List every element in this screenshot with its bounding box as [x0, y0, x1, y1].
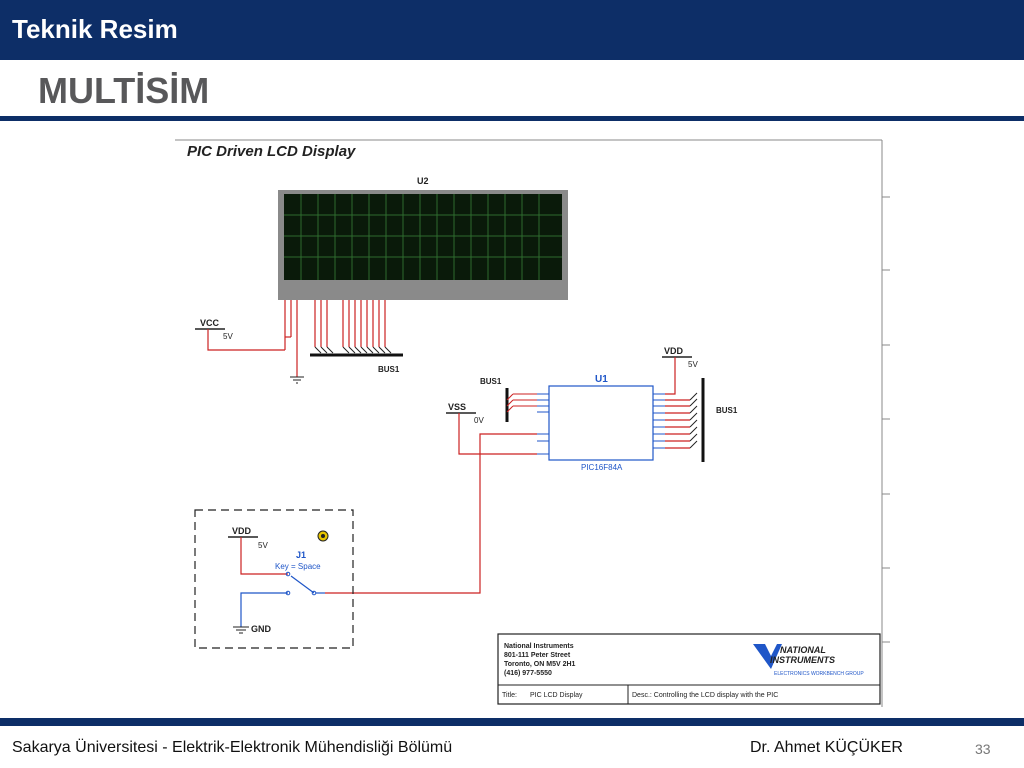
switch-output-wire — [325, 433, 537, 594]
vdd-top-wire — [665, 357, 676, 395]
schematic-title: PIC Driven LCD Display — [187, 143, 356, 160]
mcu-chip — [548, 385, 654, 461]
header-title: Teknik Resim — [12, 14, 178, 44]
vcc-value: 5V — [223, 332, 233, 341]
switch-vdd-label: VDD — [232, 526, 252, 536]
vcc-label: VCC — [200, 318, 220, 328]
vdd-top-value: 5V — [688, 360, 698, 369]
switch-vdd-value: 5V — [258, 541, 268, 550]
lcd-bus-entries — [314, 346, 392, 354]
lcd-bus-label: BUS1 — [378, 365, 400, 374]
mcu-left-bus-wires — [506, 393, 537, 413]
probe-lamp-icon — [317, 530, 329, 542]
mcu-left-bus-label: BUS1 — [480, 377, 502, 386]
slide-title: MULTİSİM — [38, 70, 210, 111]
footer-institution: Sakarya Üniversitesi - Elektrik-Elektron… — [12, 739, 453, 756]
switch-ref-label: J1 — [296, 550, 306, 560]
switch-ground-wire — [240, 592, 288, 627]
mcu-pins — [537, 393, 665, 455]
vss-label: VSS — [448, 402, 466, 412]
tb-description: Desc.: Controlling the LCD display with … — [632, 692, 778, 699]
title-block — [497, 633, 881, 705]
tb-city: Toronto, ON M5V 2H1 — [504, 661, 576, 668]
header-bar: Teknik Resim — [0, 0, 1024, 60]
lcd-pin-wires — [284, 300, 386, 377]
vss-value: 0V — [474, 416, 484, 425]
title-divider — [0, 116, 1024, 121]
ni-logo-icon — [753, 644, 782, 669]
tb-company: National Instruments — [504, 643, 574, 650]
lcd-ground-symbol — [290, 376, 304, 384]
vss-wire — [458, 413, 537, 455]
switch-ground-symbol — [233, 626, 249, 634]
switch-group-box — [194, 509, 354, 649]
vdd-top-label: VDD — [664, 346, 684, 356]
ni-logo-line1: NATIONAL — [780, 645, 826, 655]
switch-key-label: Key = Space — [275, 562, 321, 571]
ni-logo-line2: INSTRUMENTS — [770, 655, 835, 665]
lcd-display — [278, 190, 568, 300]
tb-phone: (416) 977-5550 — [504, 670, 552, 677]
vcc-wire — [207, 329, 285, 351]
mcu-ref-label: U1 — [595, 374, 608, 385]
schematic-diagram: PIC Driven LCD Display U2 — [175, 139, 890, 707]
mcu-right-bus-label: BUS1 — [716, 406, 738, 415]
switch-vdd-wire — [240, 537, 288, 575]
spdt-switch-symbol — [285, 571, 325, 596]
footer-author: Dr. Ahmet KÜÇÜKER — [750, 739, 903, 756]
tb-title-value: PIC LCD Display — [530, 692, 583, 699]
lcd-ref-label: U2 — [417, 176, 429, 186]
footer-divider — [0, 718, 1024, 726]
ni-logo-tagline: ELECTRONICS WORKBENCH GROUP — [774, 671, 864, 677]
tb-title-label: Title: — [502, 692, 517, 699]
sheet-ruler — [882, 196, 890, 643]
mcu-part-label: PIC16F84A — [581, 463, 623, 472]
mcu-right-bus-entries — [689, 392, 698, 449]
mcu-right-bus-wires — [665, 399, 690, 449]
page-number: 33 — [975, 741, 991, 757]
switch-gnd-label: GND — [251, 624, 272, 634]
tb-street: 801-111 Peter Street — [504, 652, 571, 659]
